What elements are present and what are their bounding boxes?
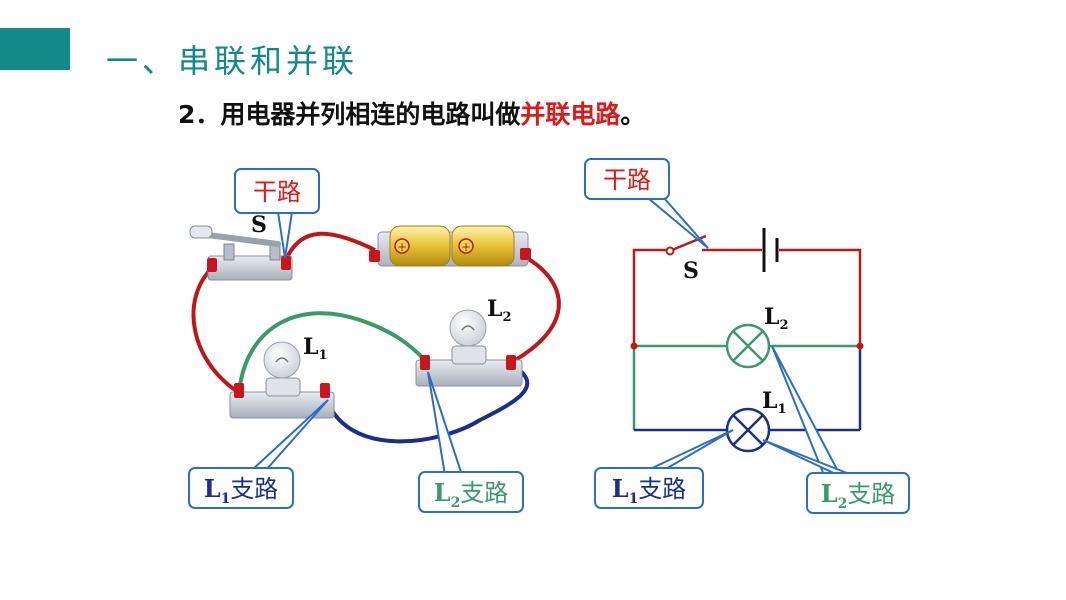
lamp1-label: L1 xyxy=(303,334,328,363)
branch1-left-text: 支路 xyxy=(230,475,279,503)
branch2-callout-right: L2支路 xyxy=(806,472,910,514)
svg-text:+: + xyxy=(461,240,471,254)
key-point-text: 2．用电器并列相连的电路叫做 xyxy=(178,100,521,129)
accent-bar xyxy=(0,28,70,70)
lamp2-fixture xyxy=(415,309,523,387)
main-wire-top xyxy=(283,231,376,263)
branch2-callout-left: L2支路 xyxy=(418,471,524,513)
branch1-callout-right: L1支路 xyxy=(594,467,704,509)
knife-switch xyxy=(189,225,293,281)
branch2-left-sub: 2 xyxy=(450,495,461,511)
branch1-left-letter: L xyxy=(203,474,221,503)
branch2-left-text: 支路 xyxy=(460,479,509,507)
main-wire-right xyxy=(511,254,561,364)
schematic-main-left xyxy=(632,248,668,346)
lamp1-subscript: 1 xyxy=(318,348,328,363)
lamp1-letter: L xyxy=(303,334,319,360)
junction-right xyxy=(856,342,864,350)
junction-left xyxy=(630,342,638,350)
branch1-left-sub: 1 xyxy=(220,491,231,507)
branch2-right-sub: 2 xyxy=(837,496,848,512)
branch2-left-letter: L xyxy=(433,478,451,507)
key-point-highlight: 并联电路 xyxy=(520,100,621,129)
right-branch1-pointer xyxy=(647,429,734,471)
lamp2-letter: L xyxy=(487,296,503,322)
main-path-callout-right: 干路 xyxy=(584,158,670,200)
battery-holder: + + xyxy=(369,225,531,267)
schematic-lamp2-letter: L xyxy=(764,304,780,330)
section-title: 一、串联和并联 xyxy=(106,42,359,80)
key-point-end: 。 xyxy=(620,100,646,129)
right-main-pointer xyxy=(645,197,709,249)
switch-label: S xyxy=(251,212,267,238)
left-branch2-pointer xyxy=(427,371,464,476)
branch2-right-text: 支路 xyxy=(847,480,896,508)
schematic-lamp1-letter: L xyxy=(762,388,778,414)
branch2-right-letter: L xyxy=(820,479,838,508)
schematic-main-right xyxy=(779,248,862,346)
main-path-callout-left: 干路 xyxy=(234,168,320,214)
branch1-callout-left: L1支路 xyxy=(188,467,294,509)
schematic-lamp2-subscript: 2 xyxy=(779,318,789,333)
schematic-lamp1-subscript: 1 xyxy=(777,402,787,417)
lamp2-label: L2 xyxy=(487,296,512,325)
schematic-lamp1 xyxy=(725,407,771,453)
key-point: 2．用电器并列相连的电路叫做并联电路。 xyxy=(178,95,645,131)
branch1-right-letter: L xyxy=(611,474,629,503)
lamp1-fixture xyxy=(229,341,335,419)
main-wire-left xyxy=(191,266,240,394)
schematic-lamp2-label: L2 xyxy=(764,304,789,333)
branch2-wire xyxy=(238,311,427,386)
branch1-right-text: 支路 xyxy=(638,475,687,503)
right-branch2-pointer-b xyxy=(762,439,853,476)
lamp2-subscript: 2 xyxy=(502,310,512,325)
svg-text:+: + xyxy=(397,240,407,254)
branch1-right-sub: 1 xyxy=(628,491,639,507)
schematic-lamp1-label: L1 xyxy=(762,388,787,417)
branch1-wire xyxy=(323,363,530,444)
schematic-lamp2 xyxy=(725,323,771,369)
schematic-switch-label: S xyxy=(683,258,699,284)
schematic-switch-pivot xyxy=(665,246,675,256)
